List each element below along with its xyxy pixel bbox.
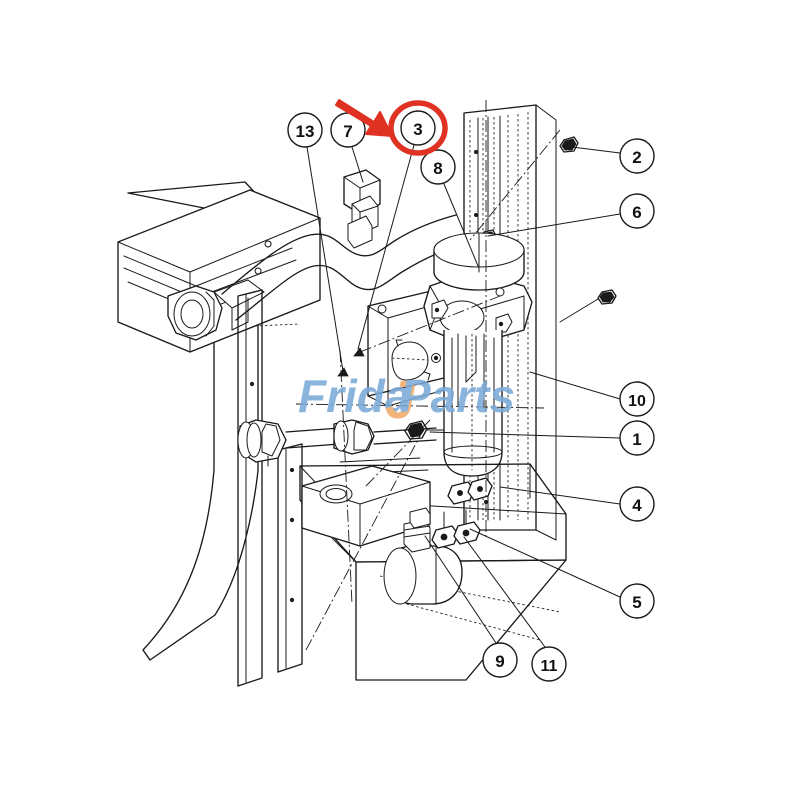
callout-6[interactable]: 6 (619, 193, 655, 229)
callout-8[interactable]: 8 (420, 149, 456, 185)
callout-label: 7 (343, 122, 352, 141)
callout-label: 1 (632, 430, 641, 449)
callout-label: 3 (413, 120, 422, 139)
callout-bubble[interactable] (619, 381, 655, 417)
callout-label: 4 (632, 496, 642, 515)
cross-pipe (285, 419, 437, 455)
hose-fitting-lower (167, 279, 265, 341)
callout-5[interactable]: 5 (619, 583, 655, 619)
pointer-arrowheads (337, 347, 365, 377)
small-fittings (431, 477, 493, 549)
accumulator-tank (383, 507, 463, 605)
callout-4[interactable]: 4 (619, 486, 655, 522)
watermark-text-blue-left: Frida (298, 370, 410, 422)
callout-bubble[interactable] (619, 486, 655, 522)
callout-label: 5 (632, 593, 641, 612)
callout-label: 2 (632, 148, 641, 167)
bolt-fastener-right (559, 289, 617, 323)
hose-fitting-upper (343, 169, 381, 249)
filter-canister (443, 330, 503, 477)
callout-label: 11 (541, 658, 558, 675)
callout-bubble[interactable] (287, 112, 323, 148)
valve-block (301, 465, 431, 547)
callout-label: 9 (495, 652, 504, 671)
callout-1[interactable]: 1 (619, 420, 655, 456)
callout-bubble[interactable] (619, 420, 655, 456)
watermark-text-blue-right: Parts (400, 370, 515, 422)
callout-label: 10 (628, 393, 646, 410)
callout-label: 8 (433, 159, 442, 178)
fridayparts-watermark: Frida J Parts (298, 370, 515, 430)
callout-bubble[interactable] (400, 110, 436, 146)
callout-leader-lines (306, 144, 621, 648)
callout-3[interactable]: 3 (400, 110, 436, 146)
assembly-centerlines (295, 100, 561, 651)
callout-9[interactable]: 9 (482, 642, 518, 678)
callout-label: 6 (632, 203, 641, 222)
watermark-hook-orange: J (385, 370, 416, 430)
callout-13[interactable]: 13 (287, 112, 323, 148)
callout-bubble[interactable] (531, 646, 567, 682)
callout-label: 13 (296, 122, 315, 141)
frame-rails (237, 289, 303, 687)
filter-head (423, 232, 533, 347)
callout-bubble[interactable] (619, 138, 655, 174)
callout-10[interactable]: 10 (619, 381, 655, 417)
callout-bubble[interactable] (619, 193, 655, 229)
callout-11[interactable]: 11 (531, 646, 567, 682)
callout-bubble[interactable] (420, 149, 456, 185)
bolt-fastener-top (559, 136, 579, 153)
red-highlight-circle (388, 100, 448, 156)
callout-2[interactable]: 2 (619, 138, 655, 174)
callout-bubble[interactable] (619, 583, 655, 619)
hydraulic-hose (221, 214, 463, 321)
callout-bubble[interactable] (482, 642, 518, 678)
red-pointer-arrow (335, 99, 393, 137)
ball-valve (237, 419, 287, 467)
